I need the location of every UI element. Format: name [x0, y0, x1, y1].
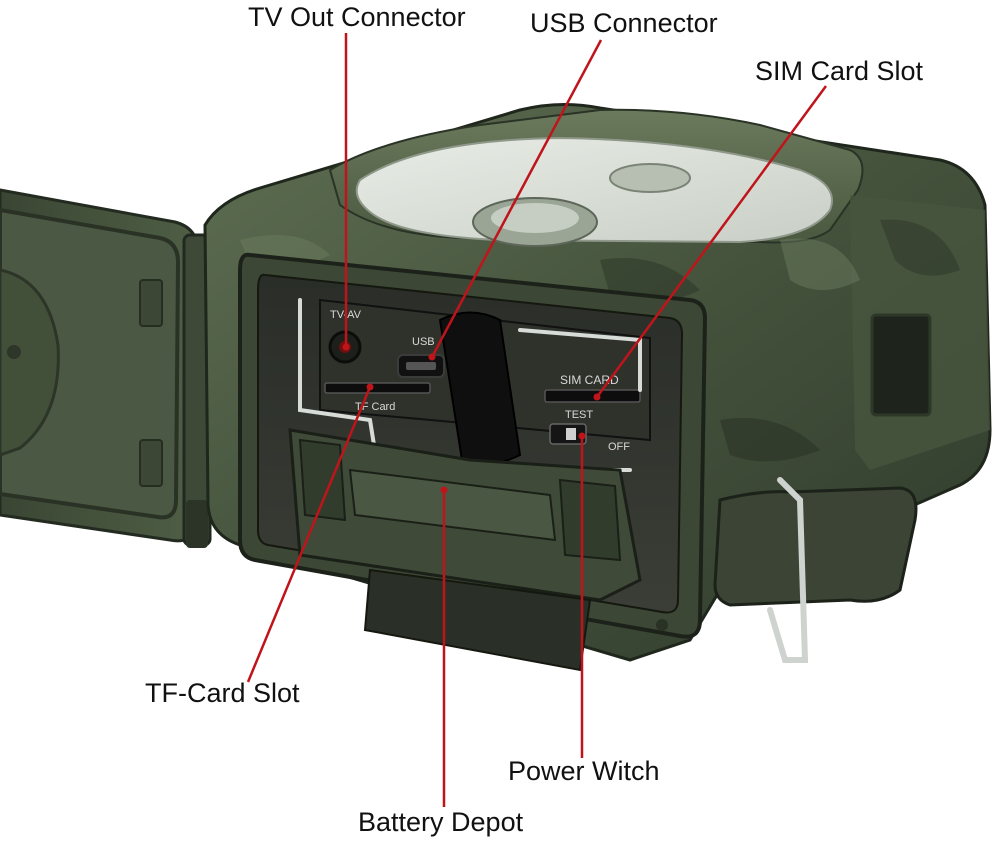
battery-door — [0, 188, 200, 543]
side-vent — [870, 313, 932, 417]
door-screw-icon — [7, 345, 21, 359]
latch-wire — [767, 477, 809, 663]
switch-test-marking: TEST — [565, 409, 593, 421]
sim-card-slot — [544, 389, 641, 403]
switch-off-marking: OFF — [608, 441, 630, 453]
sim-slot-marking: SIM CARD — [560, 373, 619, 387]
callout-power-switch: Power Witch — [508, 756, 660, 786]
tf-card-slot — [324, 382, 431, 394]
strap-latch — [656, 477, 918, 663]
callout-tv-out-connector: TV Out Connector — [248, 2, 466, 32]
callout-usb-connector: USB Connector — [530, 8, 718, 38]
leader-line-usb — [430, 39, 603, 358]
callout-sim-card-slot: SIM Card Slot — [755, 56, 924, 86]
mount-screw-icon — [656, 619, 668, 631]
callout-battery-depot: Battery Depot — [358, 807, 524, 837]
leader-line-tf-card — [246, 386, 372, 683]
usb-port-marking: USB — [412, 336, 435, 348]
callout-tf-card-slot: TF-Card Slot — [145, 678, 300, 708]
battery-compartment: TV-AV USB TF Card SIM CARD TEST OFF — [238, 252, 708, 672]
leader-lines — [246, 33, 828, 807]
tf-slot-marking: TF Card — [355, 401, 395, 413]
leader-line-sim — [595, 85, 828, 398]
